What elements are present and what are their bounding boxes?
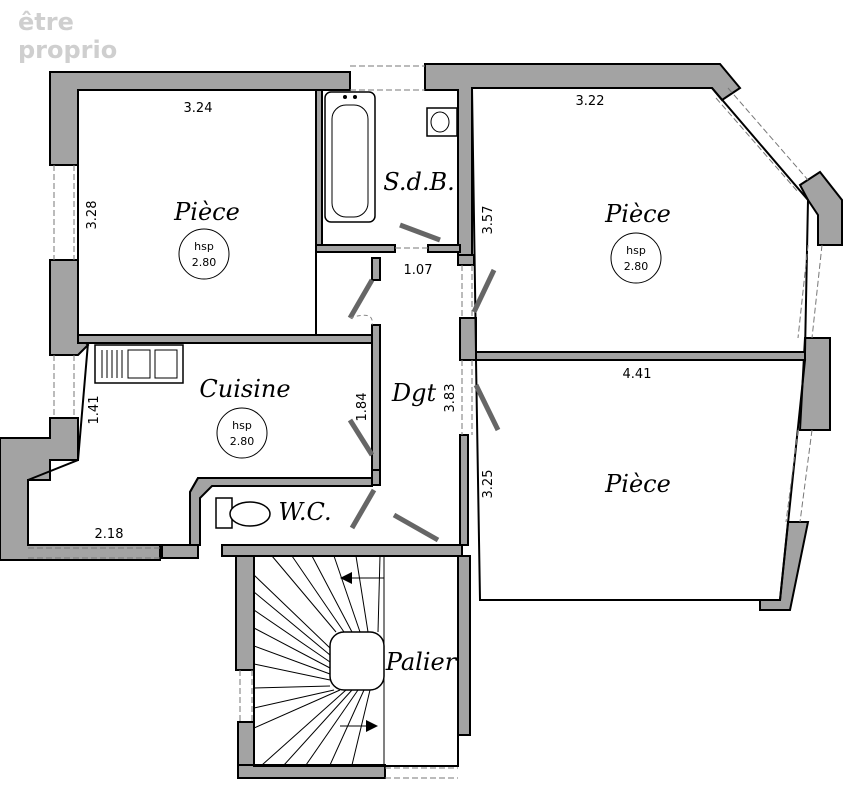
window-cuisine-bottom [28, 547, 160, 559]
dim-corridor-width: 1.07 [404, 263, 433, 278]
window-stair [239, 670, 253, 722]
dim-kitchen-bottom: 2.18 [95, 527, 124, 542]
opening-corridor-right-top [461, 265, 473, 318]
bathtub-tap-left [343, 95, 347, 99]
dim-kitchen-right: 1.84 [355, 393, 370, 422]
window-piece-top-left [53, 165, 75, 260]
door-arc-piece-top-left [349, 314, 373, 326]
door-piece-bottom-right[interactable] [473, 383, 501, 432]
staircase [253, 555, 385, 766]
room-name-cuisine: Cuisine [199, 375, 290, 403]
kitchen-sink-basin-1 [127, 349, 151, 379]
stair-arrow-bottom-icon [366, 720, 378, 732]
dim-top-right-width: 3.22 [576, 94, 605, 109]
kitchen-sink-basin-2 [154, 349, 178, 379]
stair-newel [329, 631, 385, 691]
hsp-label-piece-top-left: hsp [194, 240, 214, 253]
bathtub-inner [331, 104, 369, 218]
logo: être proprio [18, 8, 117, 64]
hsp-label-cuisine: hsp [232, 419, 252, 432]
wall-corridor-right-mid [459, 317, 477, 361]
hsp-circle-piece-top-left [178, 228, 230, 280]
stair-arrow-top-icon [340, 572, 352, 584]
dim-top-left-height: 3.28 [85, 201, 100, 230]
room-names: Pièce S.d.B. Pièce Cuisine Dgt W.C. Pièc… [173, 168, 671, 676]
dim-bottom-right-width: 4.41 [623, 367, 652, 382]
bathroom-sink-basin [430, 111, 450, 133]
wall-stair-right [457, 555, 471, 736]
room-name-piece-top-left: Pièce [173, 198, 240, 226]
door-piece-top-right[interactable] [471, 268, 497, 314]
dim-corridor-length: 3.83 [443, 384, 458, 413]
wall-kitchen-top [77, 334, 373, 344]
window-piece-bottom-right [785, 429, 813, 523]
door-cuisine[interactable] [347, 418, 375, 457]
hsp-markers: hsp 2.80 hsp 2.80 hsp 2.80 [178, 228, 662, 459]
wall-bathroom-bottom-right [427, 244, 461, 253]
hsp-circle-piece-top-right [610, 232, 662, 284]
wall-corridor-right-top [457, 254, 475, 266]
window-piece-top-right-angled [715, 87, 809, 193]
dim-top-left-width: 3.24 [184, 101, 213, 116]
dim-bottom-right-height: 3.25 [481, 470, 496, 499]
room-name-wc: W.C. [278, 498, 331, 526]
wall-left-stepped [0, 417, 161, 561]
wall-corridor-right-low [459, 434, 469, 546]
hsp-label-piece-top-right: hsp [626, 244, 646, 257]
windows [28, 65, 823, 779]
wall-stair-left [235, 555, 255, 671]
window-piece-top-right [797, 244, 823, 339]
door-wc[interactable] [349, 488, 377, 530]
wall-right-rooms-divider [475, 351, 806, 361]
kitchen-sink-unit [94, 344, 184, 384]
bathtub-tap-right [353, 95, 357, 99]
kitchen-drainer [101, 350, 123, 378]
wall-bottom-center [221, 544, 463, 557]
opening-palier-bottom [385, 767, 458, 779]
window-bathroom [350, 65, 425, 91]
hsp-value-piece-top-right: 2.80 [624, 260, 649, 273]
opening-corridor-right-mid [461, 360, 473, 435]
hsp-value-piece-top-left: 2.80 [192, 256, 217, 269]
wall-corridor-left-top [371, 257, 381, 281]
wall-top-left [49, 71, 351, 166]
outline-piece-top-left [77, 89, 317, 336]
wall-right-angled [798, 170, 843, 246]
wall-corridor-left-low [371, 469, 381, 486]
hsp-circle-cuisine [216, 407, 268, 459]
bathtub [324, 91, 376, 223]
hsp-value-cuisine: 2.80 [230, 435, 255, 448]
toilet-bowl [229, 501, 271, 527]
room-name-piece-bottom-right: Pièce [604, 470, 671, 498]
door-piece-top-left[interactable] [347, 278, 375, 320]
door-bathroom[interactable] [399, 222, 441, 243]
dimension-labels: 3.24 3.28 3.22 3.57 1.07 4.41 3.83 3.25 … [85, 94, 651, 542]
door-entry[interactable] [392, 512, 440, 543]
logo-line-1: être [18, 8, 74, 36]
outline-cuisine [27, 342, 373, 546]
room-name-dgt: Dgt [391, 379, 437, 407]
wall-bathroom-bottom [315, 244, 396, 253]
room-name-sdb: S.d.B. [383, 168, 454, 196]
window-cuisine-left [53, 355, 75, 418]
fixtures [94, 91, 458, 529]
wall-bottom-kitchen [161, 544, 199, 559]
wall-stair-left-lower [237, 721, 255, 771]
logo-line-2: proprio [18, 36, 117, 64]
dim-kitchen-left: 1.41 [87, 396, 102, 425]
dim-top-right-height: 3.57 [481, 206, 496, 235]
room-name-palier: Palier [385, 648, 458, 676]
outline-piece-bottom-right [474, 359, 807, 601]
room-name-piece-top-right: Pièce [604, 200, 671, 228]
doors [347, 222, 501, 543]
wall-corridor-left-mid [371, 324, 381, 471]
stair-steps [253, 555, 381, 766]
